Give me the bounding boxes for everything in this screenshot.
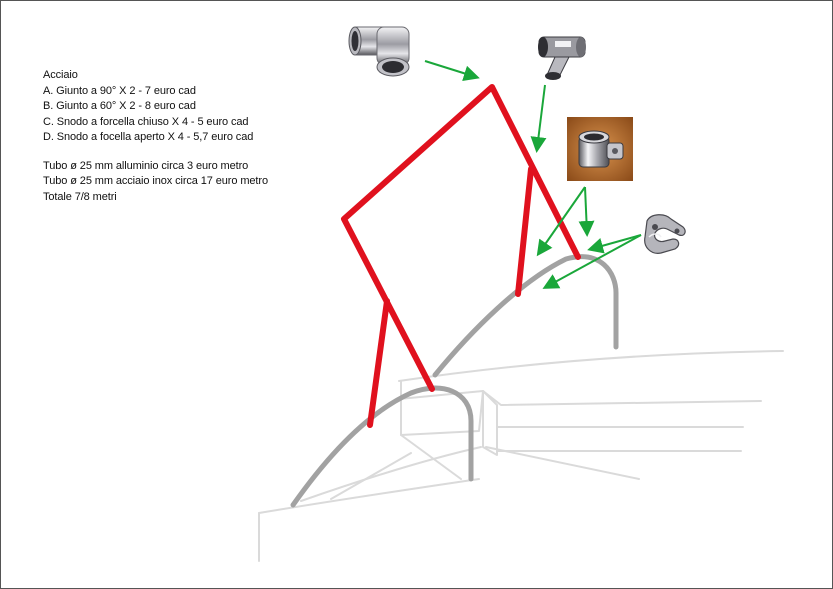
grey-tubes [290,254,619,508]
arrow-elbow-to-apex [424,60,480,82]
tee-fitting-60-icon [538,36,586,80]
elbow-fitting-90-icon [348,26,410,77]
arrow-hinge-closed-2 [578,186,595,237]
cabin-window-line [400,434,462,480]
cost-legend: Acciaio A. Giunto a 90° X 2 - 7 euro cad… [43,68,268,205]
cabin-front-face [400,380,484,436]
arrow-hinge-open-1 [587,234,642,254]
deck-top-line [398,350,784,382]
side-deck-line [485,446,640,480]
front-arch-tube [290,385,474,508]
frame-front-leg [367,298,390,428]
legend-spacer [43,146,268,159]
legend-note-steel: Tubo ø 25 mm acciaio inox circa 17 euro … [43,175,268,187]
pointer-arrows [424,60,642,289]
hull-inner-line [330,452,412,500]
cabin-side-face [482,390,498,456]
hull-upper-line [300,446,482,502]
legend-item-d: D. Snodo a focella aperto X 4 - 5,7 euro… [43,131,254,143]
frame-rear-leg [515,166,534,297]
boat-outline [258,350,784,562]
hatch-lines [496,426,744,452]
legend-note-total: Totale 7/8 metri [43,190,117,203]
legend-item-a: A. Giunto a 90° X 2 - 7 euro cad [43,84,196,97]
open-fork-hinge-icon [644,214,686,254]
cabin-top-line [398,390,762,406]
legend-title: Acciaio [43,69,78,81]
hull-sheer-line [258,478,480,514]
closed-fork-hinge-photo [567,117,633,181]
legend-item-c: C. Snodo a forcella chiuso X 4 - 5 euro … [43,115,249,128]
red-frame [341,84,581,428]
legend-item-b: B. Giunto a 60° X 2 - 8 euro cad [43,100,196,112]
legend-note-aluminium: Tubo ø 25 mm alluminio circa 3 euro metr… [43,159,249,172]
rear-arch-tube [432,254,619,378]
arrow-hinge-open-2 [542,234,642,289]
arrow-tee-to-joint [530,84,547,153]
arrow-hinge-closed-1 [536,186,586,257]
